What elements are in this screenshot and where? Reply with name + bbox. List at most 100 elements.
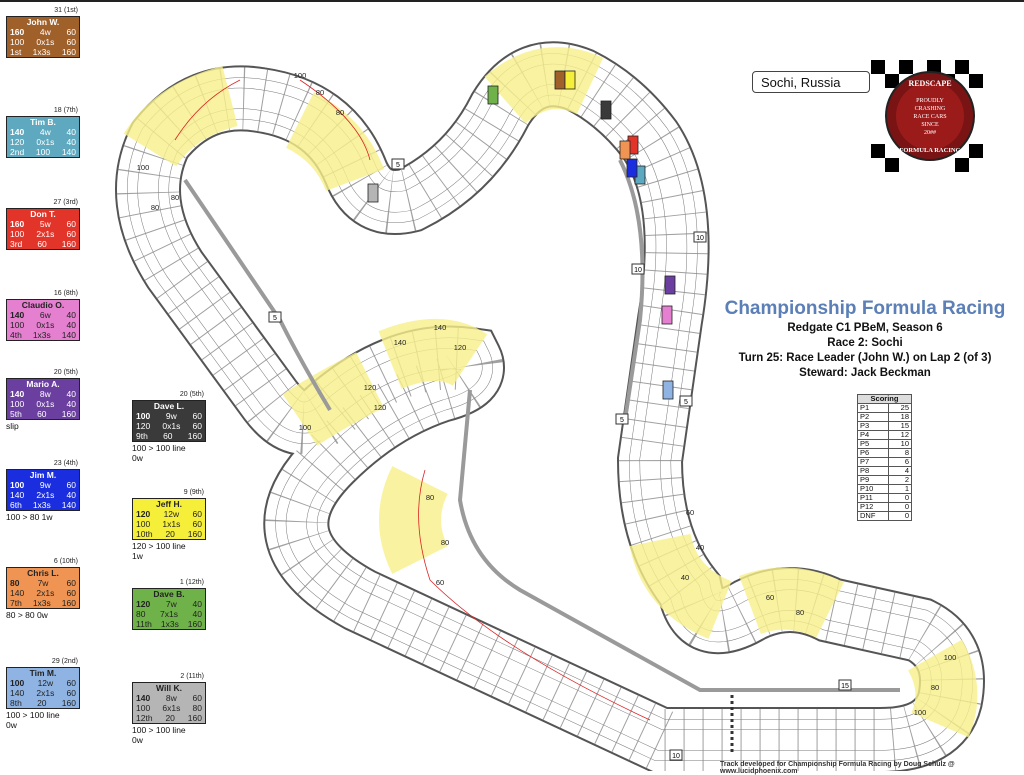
stat-value: 100	[10, 399, 25, 409]
stat-value: 1st	[10, 47, 22, 57]
player-name: Will K.	[156, 683, 182, 693]
logo-line: 20##	[924, 130, 936, 136]
speed-limit-label: 120	[454, 343, 467, 352]
stat-value: 140	[10, 490, 25, 500]
stat-value: 160	[187, 713, 202, 723]
stat-value: 60	[66, 229, 76, 239]
stat-value: 7x1s	[160, 609, 178, 619]
speed-limit-label: 80	[151, 203, 159, 212]
speed-limit-label: 80	[931, 683, 939, 692]
stat-value: 100	[136, 411, 151, 421]
player-stat-row: 120 0x1s 60	[133, 421, 205, 431]
speed-limit-label: 80	[316, 88, 324, 97]
stat-value: 80	[136, 609, 146, 619]
championship-title: Championship Formula Racing	[724, 298, 1006, 319]
stat-value: 100	[10, 37, 25, 47]
player-name: Jeff H.	[156, 499, 182, 509]
stat-value: 140	[61, 500, 76, 510]
stat-value: 160	[61, 239, 76, 249]
player-rank: 27 (3rd)	[53, 199, 78, 206]
stat-value: 1x3s	[32, 330, 51, 340]
stat-value: 120	[10, 137, 25, 147]
player-card: 29 (2nd) Tim M. 100 12w 60 140 2x1s 60 8…	[6, 657, 80, 730]
player-card: 18 (7th) Tim B. 140 4w 40 120 0x1s 40 2n…	[6, 106, 80, 159]
steward-line: Steward: Jack Beckman	[799, 367, 931, 379]
stat-value: 100	[136, 519, 151, 529]
player-stat-row: 140 2x1s 60	[7, 688, 79, 698]
stat-value: 60	[66, 578, 76, 588]
stat-value: 60	[163, 431, 173, 441]
redscape-logo: REDSCAPE PROUDLY CRASHING RACE CARS SINC…	[871, 60, 989, 172]
top-border	[0, 0, 1024, 2]
speed-limit-label: 120	[364, 383, 377, 392]
race-car	[554, 70, 566, 90]
player-rank: 23 (4th)	[53, 460, 78, 467]
stat-value: 100	[10, 480, 25, 490]
player-note: 100 > 100 line 0w	[6, 710, 60, 730]
stat-value: 160	[61, 47, 76, 57]
player-stat-row: 100 0x1s 40	[7, 399, 79, 409]
location-label: Sochi, Russia	[752, 71, 870, 93]
stat-value: 140	[61, 330, 76, 340]
distance-marker-label: 10	[634, 267, 642, 274]
stat-value: 8th	[10, 698, 22, 708]
player-rank: 2 (11th)	[180, 673, 204, 680]
stat-value: 8w	[165, 693, 177, 703]
player-stat-row: 140 4w 40	[7, 127, 79, 137]
stat-value: 100	[10, 229, 25, 239]
stat-value: 140	[10, 310, 25, 320]
stat-value: 20	[37, 698, 47, 708]
distance-marker: 5	[268, 311, 282, 323]
stat-value: 20	[165, 713, 175, 723]
stat-value: 1x3s	[160, 619, 179, 629]
player-stat-row: 100 2x1s 60	[7, 229, 79, 239]
stat-value: 0x1s	[36, 137, 55, 147]
stat-value: 6w	[39, 310, 51, 320]
player-note: 100 > 100 line 0w	[132, 443, 186, 463]
player-stat-row: 120 12w 60	[133, 509, 205, 519]
player-card: 2 (11th) Will K. 140 8w 60 100 6x1s 80 1…	[132, 672, 206, 745]
stat-value: 80	[192, 703, 202, 713]
distance-marker: 15	[838, 679, 852, 691]
player-stat-row: 4th 1x3s 140	[7, 330, 79, 340]
speed-limit-label: 100	[137, 163, 150, 172]
stat-value: 60	[66, 27, 76, 37]
stat-value: 10th	[136, 529, 153, 539]
stat-value: 7w	[37, 578, 49, 588]
stat-value: 60	[192, 693, 202, 703]
distance-marker-label: 5	[620, 417, 624, 424]
player-name: Chris L.	[27, 568, 59, 578]
speed-limit-label: 100	[914, 708, 927, 717]
stat-value: 60	[66, 688, 76, 698]
speed-limit-label: 80	[796, 608, 804, 617]
player-box: Don T. 160 5w 60 100 2x1s 60 3rd 60 160	[6, 208, 80, 250]
stat-value: 8w	[39, 389, 51, 399]
player-stat-row: 9th 60 160	[133, 431, 205, 441]
scoring-points: 0	[888, 511, 912, 521]
stat-value: 2x1s	[36, 490, 55, 500]
player-rank: 9 (9th)	[183, 489, 204, 496]
player-name: John W.	[26, 17, 60, 27]
player-stat-row: 100 1x1s 60	[133, 519, 205, 529]
speed-limit-label: 100	[299, 423, 312, 432]
track-credit: Track developed for Championship Formula…	[720, 761, 955, 775]
stat-value: 1x3s	[32, 598, 51, 608]
player-name: Dave L.	[153, 401, 185, 411]
stat-value: 12w	[163, 509, 180, 519]
player-stat-row: 140 2x1s 60	[7, 588, 79, 598]
speed-limit-label: 80	[441, 538, 449, 547]
stat-value: 60	[37, 239, 47, 249]
player-stat-row: 160 5w 60	[7, 219, 79, 229]
player-stat-row: 160 4w 60	[7, 27, 79, 37]
stat-value: 1x1s	[162, 519, 181, 529]
player-stat-row: 120 0x1s 40	[7, 137, 79, 147]
stat-value: 4th	[10, 330, 22, 340]
player-stat-row: 100 0x1s 60	[7, 37, 79, 47]
player-stat-row: 140 6w 40	[7, 310, 79, 320]
player-stat-row: 7th 1x3s 160	[7, 598, 79, 608]
speed-limit-label: 100	[944, 653, 957, 662]
stat-value: 5th	[10, 409, 22, 419]
speed-limit-label: 80	[426, 493, 434, 502]
stat-value: 40	[192, 599, 202, 609]
